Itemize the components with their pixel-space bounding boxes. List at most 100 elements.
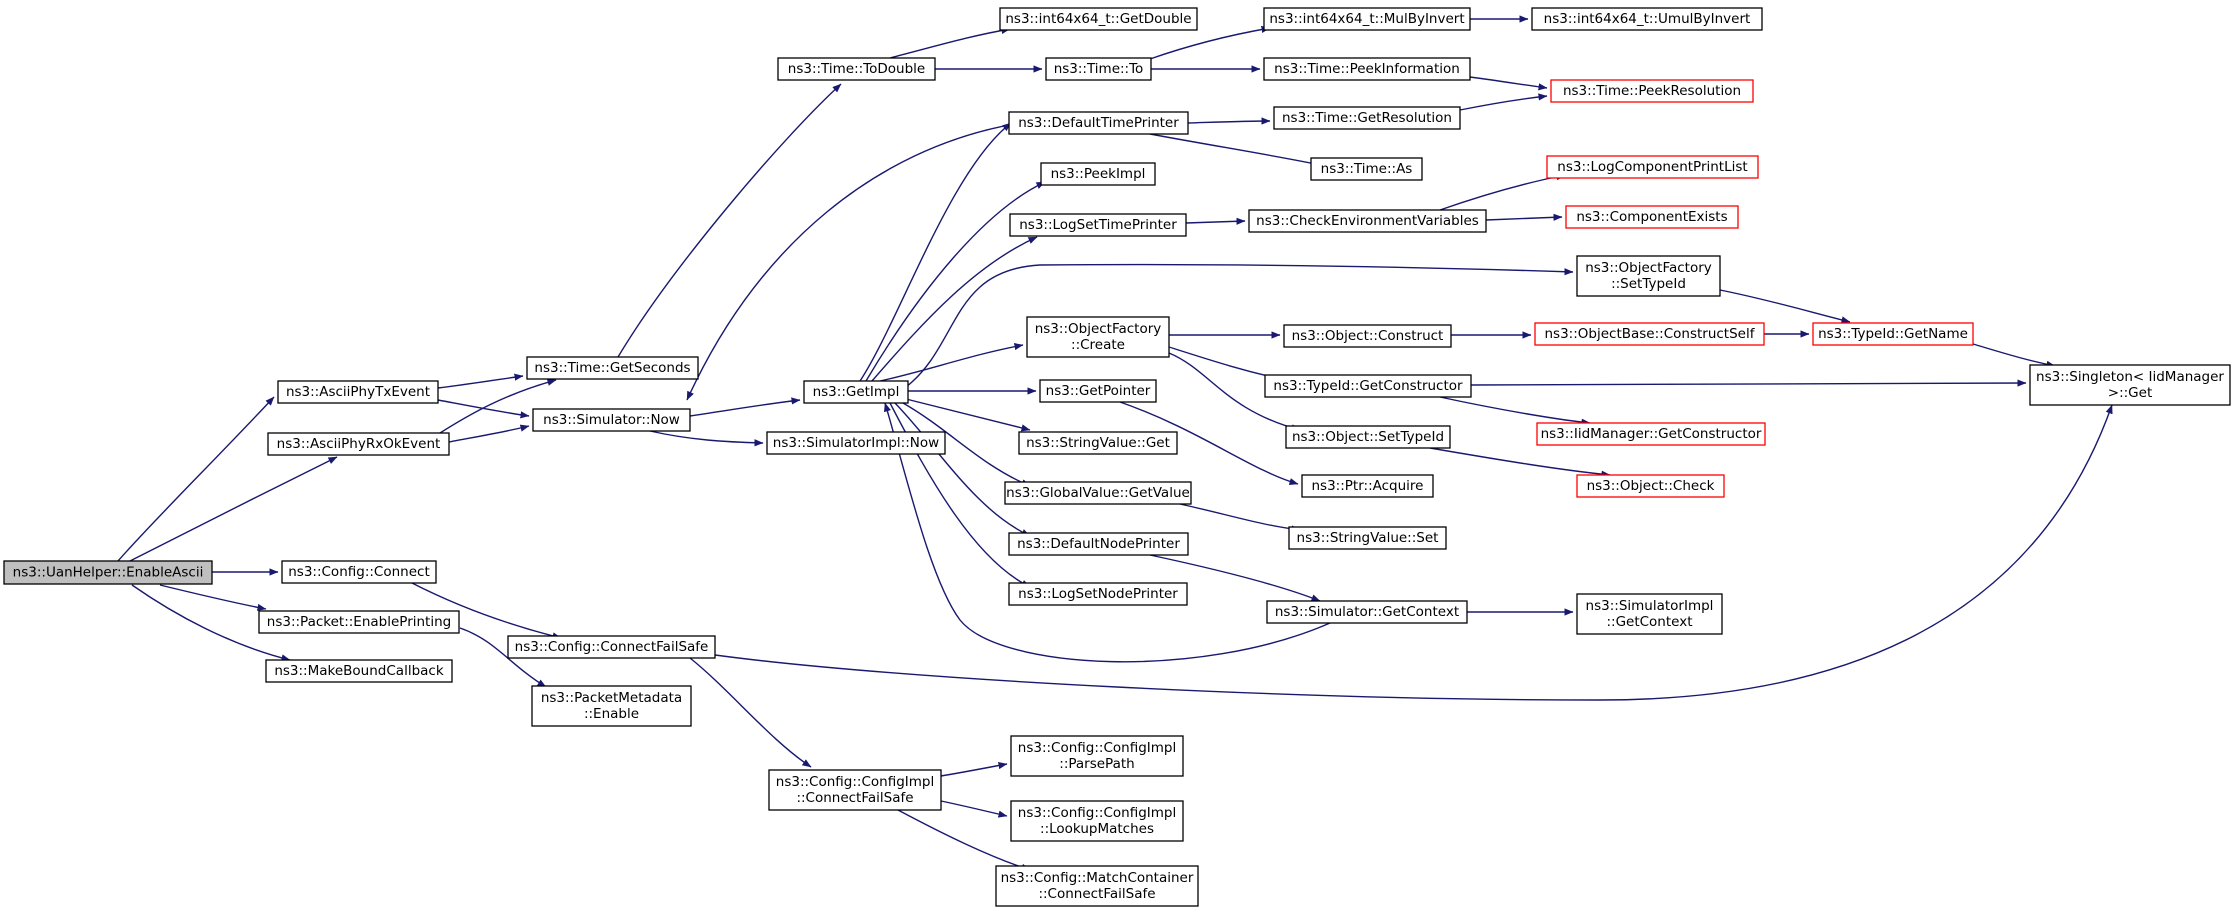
node-box <box>1004 481 1192 505</box>
edge-simnow-to-getimpl <box>689 397 801 417</box>
node-box <box>1288 526 1447 550</box>
edge-asciiphytx-to-simnow <box>437 399 530 419</box>
node-label: ns3::AsciiPhyRxOkEvent <box>277 436 441 452</box>
node-configconnect[interactable]: ns3::Config::Connect <box>281 560 437 584</box>
node-logsettimeprinter[interactable]: ns3::LogSetTimePrinter <box>1009 213 1187 237</box>
node-globalvaluegetvalue[interactable]: ns3::GlobalValue::GetValue <box>1004 481 1192 505</box>
edge-checkenvvars-to-componentexists <box>1485 213 1563 221</box>
node-box <box>267 432 450 456</box>
node-box <box>1264 374 1472 398</box>
node-label: ns3::TypeId::GetName <box>1818 326 1968 342</box>
node-asciiphytx[interactable]: ns3::AsciiPhyTxEvent <box>277 380 439 404</box>
node-label: ns3::SimulatorImpl::Now <box>773 435 939 451</box>
node-todouble[interactable]: ns3::Time::ToDouble <box>777 57 936 81</box>
node-label: ns3::int64x64_t::GetDouble <box>1005 11 1191 27</box>
node-enableascii[interactable]: ns3::UanHelper::EnableAscii <box>3 560 213 585</box>
node-umulbyinvert[interactable]: ns3::int64x64_t::UmulByInvert <box>1531 7 1763 31</box>
node-stringvalueset[interactable]: ns3::StringValue::Set <box>1288 526 1447 550</box>
node-box <box>1008 582 1188 606</box>
node-box <box>507 635 716 659</box>
node-simnow[interactable]: ns3::Simulator::Now <box>532 408 691 432</box>
node-objectfactorycreate[interactable]: ns3::ObjectFactory::Create <box>1026 316 1170 358</box>
edge-getimpl-to-defaulttimeprinter <box>859 122 1012 382</box>
node-packetenableprinting[interactable]: ns3::Packet::EnablePrinting <box>258 610 460 634</box>
node-logcomponentprintlist[interactable]: ns3::LogComponentPrintList <box>1546 155 1759 179</box>
edge-configimplconnectfailsafe-to-matchcontainerconnectfailsafe <box>897 809 1031 871</box>
node-box <box>281 560 437 584</box>
node-getresolution[interactable]: ns3::Time::GetResolution <box>1273 106 1461 130</box>
node-singletonget[interactable]: ns3::Singleton< IidManager >::Get <box>2029 364 2231 406</box>
node-ptracquire[interactable]: ns3::Ptr::Acquire <box>1301 474 1434 498</box>
edge-getimpl-to-peekimpl <box>865 181 1046 382</box>
node-label: ns3::SimulatorImpl <box>1586 598 1714 614</box>
node-checkenvvars[interactable]: ns3::CheckEnvironmentVariables <box>1248 209 1487 233</box>
node-parsepath[interactable]: ns3::Config::ConfigImpl::ParsePath <box>1010 735 1184 777</box>
edge-configimplconnectfailsafe-to-lookupmatches <box>940 800 1008 818</box>
edge-getpointer-to-ptracquire <box>1119 401 1299 486</box>
node-typeidgetname[interactable]: ns3::TypeId::GetName <box>1812 322 1974 346</box>
edge-timeto-to-mulbyinvert <box>1149 25 1271 60</box>
node-connectfailsafe[interactable]: ns3::Config::ConnectFailSafe <box>507 635 716 659</box>
node-iidmanagergetconstructor[interactable]: ns3::IidManager::GetConstructor <box>1536 422 1766 446</box>
node-box <box>803 380 909 404</box>
node-label: ns3::Config::MatchContainer <box>1001 870 1194 886</box>
node-defaulttimeprinter[interactable]: ns3::DefaultTimePrinter <box>1008 111 1189 135</box>
node-matchcontainerconnectfailsafe[interactable]: ns3::Config::MatchContainer::ConnectFail… <box>995 865 1199 907</box>
node-label: ns3::LogSetTimePrinter <box>1019 217 1177 233</box>
edge-getimpl-to-logsettimeprinter <box>871 236 1038 382</box>
edge-getimpl-to-objectfactorycreate <box>879 343 1024 382</box>
node-getimpl[interactable]: ns3::GetImpl <box>803 380 909 404</box>
node-lookupmatches[interactable]: ns3::Config::ConfigImpl::LookupMatches <box>1010 800 1184 842</box>
edge-objectfactorycreate-to-objectsettypeid <box>1168 352 1301 432</box>
edge-typeidgetname-to-singletonget <box>1972 343 2056 368</box>
node-label: ns3::Time::To <box>1054 61 1144 77</box>
node-timeto[interactable]: ns3::Time::To <box>1045 57 1152 81</box>
node-box <box>1010 735 1184 777</box>
node-configimplconnectfailsafe[interactable]: ns3::Config::ConfigImpl::ConnectFailSafe <box>768 769 942 811</box>
edge-asciiphytx-to-getseconds <box>437 373 524 389</box>
node-peekresolution[interactable]: ns3::Time::PeekResolution <box>1550 79 1754 103</box>
edge-configimplconnectfailsafe-to-parsepath <box>940 761 1008 777</box>
node-makeboundcallback[interactable]: ns3::MakeBoundCallback <box>265 659 453 683</box>
node-box <box>1018 431 1178 455</box>
node-peekimpl[interactable]: ns3::PeekImpl <box>1040 162 1156 186</box>
node-box <box>277 380 439 404</box>
node-logsetnodeprinter[interactable]: ns3::LogSetNodePrinter <box>1008 582 1188 606</box>
node-packetmetadataenable[interactable]: ns3::PacketMetadata::Enable <box>531 685 692 727</box>
node-typeidgetconstructor[interactable]: ns3::TypeId::GetConstructor <box>1264 374 1472 398</box>
node-box <box>526 356 699 380</box>
node-label: ::ConnectFailSafe <box>796 790 913 806</box>
node-simgetcontext[interactable]: ns3::Simulator::GetContext <box>1266 600 1468 624</box>
edge-peekinformation-to-peekresolution <box>1469 76 1548 91</box>
node-label: ns3::ObjectBase::ConstructSelf <box>1545 326 1756 342</box>
node-box <box>1009 213 1187 237</box>
node-constructself[interactable]: ns3::ObjectBase::ConstructSelf <box>1534 322 1765 346</box>
node-label: ns3::Object::SetTypeId <box>1292 429 1444 445</box>
node-objectsettypeid[interactable]: ns3::Object::SetTypeId <box>1285 425 1451 449</box>
node-peekinformation[interactable]: ns3::Time::PeekInformation <box>1263 57 1471 81</box>
node-objectconstruct[interactable]: ns3::Object::Construct <box>1283 324 1452 348</box>
node-componentexists[interactable]: ns3::ComponentExists <box>1565 205 1739 229</box>
node-mulbyinvert[interactable]: ns3::int64x64_t::MulByInvert <box>1263 7 1471 31</box>
node-box <box>1283 324 1452 348</box>
node-box <box>768 769 942 811</box>
node-defaultnodeprinter[interactable]: ns3::DefaultNodePrinter <box>1008 532 1189 556</box>
node-getseconds[interactable]: ns3::Time::GetSeconds <box>526 356 699 380</box>
edge-enableascii-to-asciiphyrx <box>129 456 338 562</box>
node-label: ns3::IidManager::GetConstructor <box>1541 426 1762 442</box>
edge-defaultnodeprinter-to-simgetcontext <box>1149 554 1321 602</box>
node-label: ns3::Time::ToDouble <box>788 61 925 77</box>
node-label: ns3::Time::GetResolution <box>1282 110 1452 126</box>
node-simimplgetcontext[interactable]: ns3::SimulatorImpl::GetContext <box>1576 593 1723 635</box>
node-getpointer[interactable]: ns3::GetPointer <box>1039 379 1157 403</box>
node-simimplnow[interactable]: ns3::SimulatorImpl::Now <box>766 431 946 455</box>
node-objectcheck[interactable]: ns3::Object::Check <box>1576 474 1725 498</box>
node-objectfactorysettypeid[interactable]: ns3::ObjectFactory::SetTypeId <box>1576 255 1721 297</box>
node-asciiphyrx[interactable]: ns3::AsciiPhyRxOkEvent <box>267 432 450 456</box>
edge-typeidgetconstructor-to-iidmanagergetconstructor <box>1439 396 1591 426</box>
node-stringvalueget[interactable]: ns3::StringValue::Get <box>1018 431 1178 455</box>
node-box <box>777 57 936 81</box>
node-label: ns3::Singleton< IidManager <box>2036 369 2224 385</box>
node-timeas[interactable]: ns3::Time::As <box>1310 157 1423 181</box>
node-int64getdouble[interactable]: ns3::int64x64_t::GetDouble <box>999 7 1198 31</box>
